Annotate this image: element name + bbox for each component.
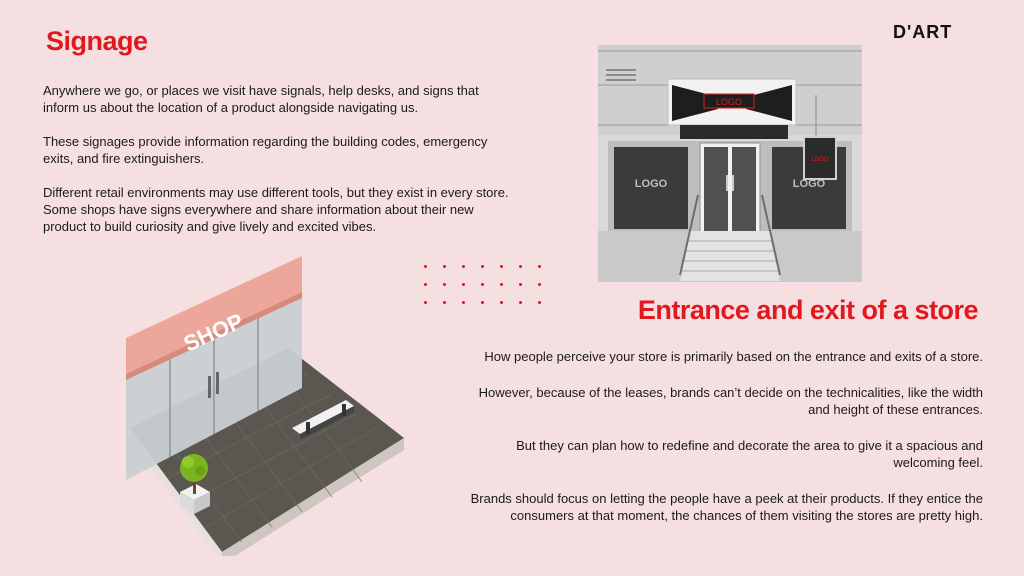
- entrance-paragraph: Brands should focus on letting the peopl…: [470, 491, 983, 523]
- entrance-paragraph: How people perceive your store is primar…: [484, 349, 983, 364]
- dot-grid-decoration: [424, 265, 542, 304]
- shop-illustration: SHOP: [126, 256, 404, 556]
- entrance-title: Entrance and exit of a store: [637, 295, 979, 325]
- signage-text: Anywhere we go, or places we visit have …: [43, 82, 518, 235]
- entrance-paragraph: But they can plan how to redefine and de…: [516, 438, 983, 470]
- storefront-image: LOGO LOGO LOGO LOGO: [598, 45, 862, 282]
- hanging-sign-logo-text: LOGO: [811, 157, 829, 163]
- store-sign-logo-text: LOGO: [716, 97, 742, 107]
- entrance-text: How people perceive your store is primar…: [463, 348, 983, 524]
- brand-logo: D'ART: [893, 22, 953, 42]
- signage-paragraph: These signages provide information regar…: [43, 134, 488, 166]
- window-right-logo-text: LOGO: [793, 178, 826, 190]
- signage-paragraph: Anywhere we go, or places we visit have …: [43, 83, 479, 115]
- signage-paragraph: Different retail environments may use di…: [43, 185, 509, 234]
- entrance-paragraph: However, because of the leases, brands c…: [478, 385, 983, 417]
- window-left-logo-text: LOGO: [635, 178, 668, 190]
- signage-title: Signage: [46, 26, 148, 56]
